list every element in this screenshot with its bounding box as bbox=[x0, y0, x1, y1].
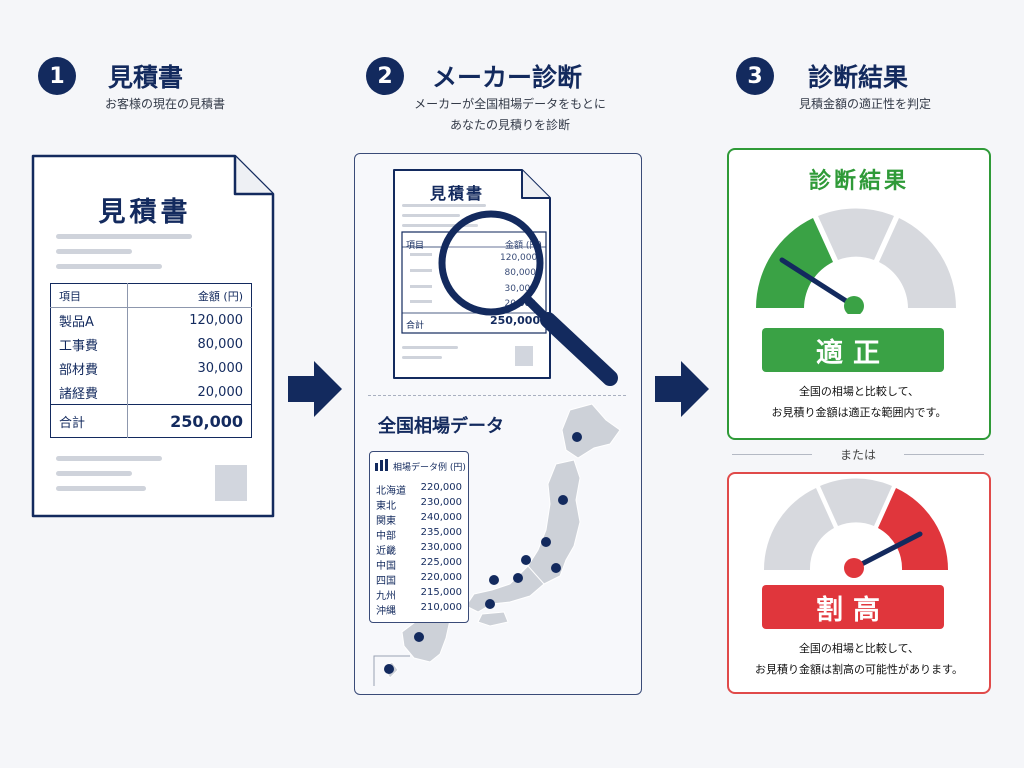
arrow-right-icon bbox=[288, 361, 342, 417]
step-1-number: 1 bbox=[38, 57, 76, 95]
result-badge-overpriced: 割高 bbox=[762, 585, 944, 629]
region-price: 225,000 bbox=[420, 557, 462, 568]
text-placeholder-line bbox=[56, 234, 192, 239]
list-item: 九州 215,000 bbox=[376, 587, 462, 602]
row-amount: 30,000 bbox=[197, 360, 244, 376]
bar-chart-icon bbox=[375, 459, 388, 471]
region-price: 215,000 bbox=[420, 587, 462, 598]
row-item: 工事費 bbox=[50, 332, 129, 356]
text-placeholder-line bbox=[56, 249, 132, 254]
diagnosis-header-amount: 金額 (円) bbox=[505, 238, 542, 251]
or-separator: または bbox=[732, 446, 984, 462]
row-amount: 120,000 bbox=[189, 312, 243, 328]
japan-map-icon bbox=[373, 403, 621, 686]
diagnosis-total-amount: 250,000 bbox=[490, 314, 541, 327]
region-name: 東北 bbox=[376, 501, 396, 512]
diagnosis-amount: 80,000 bbox=[500, 268, 537, 278]
list-item: 関東 240,000 bbox=[376, 512, 462, 527]
text-placeholder-line bbox=[56, 471, 132, 476]
region-name: 中国 bbox=[376, 561, 396, 572]
arrow-right-icon bbox=[655, 361, 709, 417]
region-price: 220,000 bbox=[420, 482, 462, 493]
text-placeholder-line bbox=[56, 264, 162, 269]
list-item: 中部 235,000 bbox=[376, 527, 462, 542]
result-ok-text-line1: 全国の相場と比較して、 bbox=[798, 385, 920, 398]
step-3-title: 診断結果 bbox=[808, 63, 909, 92]
text-placeholder-line bbox=[56, 456, 162, 461]
region-name: 中部 bbox=[376, 531, 396, 542]
step-2-title: メーカー診断 bbox=[432, 63, 583, 92]
result-high-text-line2: お見積り金額は割高の可能性があります。 bbox=[755, 663, 963, 676]
region-name: 四国 bbox=[376, 576, 396, 587]
table-row: 製品A 120,000 bbox=[50, 307, 252, 332]
result-badge-appropriate: 適正 bbox=[762, 328, 944, 372]
market-data-table: 相場データ例 (円) 北海道 220,000 東北 230,000 関東 240,00… bbox=[369, 451, 469, 623]
region-name: 近畿 bbox=[376, 546, 396, 557]
market-table-title: 相場データ例 (円) bbox=[393, 463, 466, 473]
magnifier-icon bbox=[438, 210, 618, 386]
panel-divider bbox=[368, 395, 626, 396]
list-item: 近畿 230,000 bbox=[376, 542, 462, 557]
header-amount: 金額 (円) bbox=[127, 283, 252, 308]
step-2-description-line2: あなたの見積りを診断 bbox=[449, 118, 570, 132]
region-price: 210,000 bbox=[420, 602, 462, 613]
region-name: 関東 bbox=[376, 516, 396, 527]
quote-table: 項目 金額 (円) 製品A 120,000 工事費 80,000 部材費 30,… bbox=[50, 283, 252, 438]
region-name: 沖縄 bbox=[376, 606, 396, 617]
step-1-title: 見積書 bbox=[108, 63, 184, 92]
list-item: 四国 220,000 bbox=[376, 572, 462, 587]
result-title: 診断結果 bbox=[808, 169, 909, 194]
step-1-description: お客様の現在の見積書 bbox=[104, 97, 225, 111]
step-2-number: 2 bbox=[366, 57, 404, 95]
diagnosis-total-label: 合計 bbox=[406, 321, 425, 331]
diagnosis-doc-title: 見積書 bbox=[430, 184, 485, 203]
list-item: 中国 225,000 bbox=[376, 557, 462, 572]
step-3-number: 3 bbox=[736, 57, 774, 95]
row-amount: 20,000 bbox=[197, 384, 244, 400]
total-amount: 250,000 bbox=[127, 404, 252, 438]
region-price: 230,000 bbox=[420, 497, 462, 508]
diagnosis-header-item: 項目 bbox=[406, 241, 425, 251]
region-name: 九州 bbox=[376, 591, 396, 602]
separator-line bbox=[732, 454, 812, 455]
separator-line bbox=[904, 454, 984, 455]
region-price: 235,000 bbox=[420, 527, 462, 538]
gauge-icon bbox=[756, 208, 956, 314]
document-icon bbox=[393, 169, 551, 379]
region-price: 240,000 bbox=[420, 512, 462, 523]
list-item: 東北 230,000 bbox=[376, 497, 462, 512]
result-high-text-line1: 全国の相場と比較して、 bbox=[798, 642, 920, 655]
gauge-icon bbox=[763, 478, 949, 578]
header-item: 項目 bbox=[50, 283, 129, 308]
quote-table-header: 項目 金額 (円) bbox=[50, 283, 252, 308]
list-item: 沖縄 210,000 bbox=[376, 602, 462, 617]
market-data-title: 全国相場データ bbox=[378, 416, 504, 437]
table-row: 諸経費 20,000 bbox=[50, 380, 252, 405]
stamp-placeholder bbox=[215, 465, 247, 501]
result-ok-text-line2: お見積り金額は適正な範囲内です。 bbox=[771, 406, 947, 419]
region-name: 北海道 bbox=[376, 486, 406, 497]
row-item: 部材費 bbox=[50, 356, 129, 380]
table-row: 部材費 30,000 bbox=[50, 356, 252, 380]
total-label: 合計 bbox=[50, 404, 129, 438]
row-amount: 80,000 bbox=[197, 336, 244, 352]
quote-total-row: 合計 250,000 bbox=[50, 404, 252, 438]
row-item: 製品A bbox=[50, 307, 129, 332]
diagnosis-amount: 120,000 bbox=[500, 253, 537, 263]
quote-title: 見積書 bbox=[98, 197, 192, 228]
region-price: 230,000 bbox=[420, 542, 462, 553]
text-placeholder-line bbox=[56, 486, 146, 491]
diagnosis-amount: 30,000 bbox=[500, 284, 537, 294]
row-item: 諸経費 bbox=[50, 380, 129, 405]
region-price: 220,000 bbox=[420, 572, 462, 583]
step-2-description-line1: メーカーが全国相場データをもとに bbox=[414, 97, 606, 111]
list-item: 北海道 220,000 bbox=[376, 482, 462, 497]
step-3-description: 見積金額の適正性を判定 bbox=[798, 97, 931, 111]
or-label: または bbox=[839, 448, 876, 462]
table-row: 工事費 80,000 bbox=[50, 332, 252, 356]
